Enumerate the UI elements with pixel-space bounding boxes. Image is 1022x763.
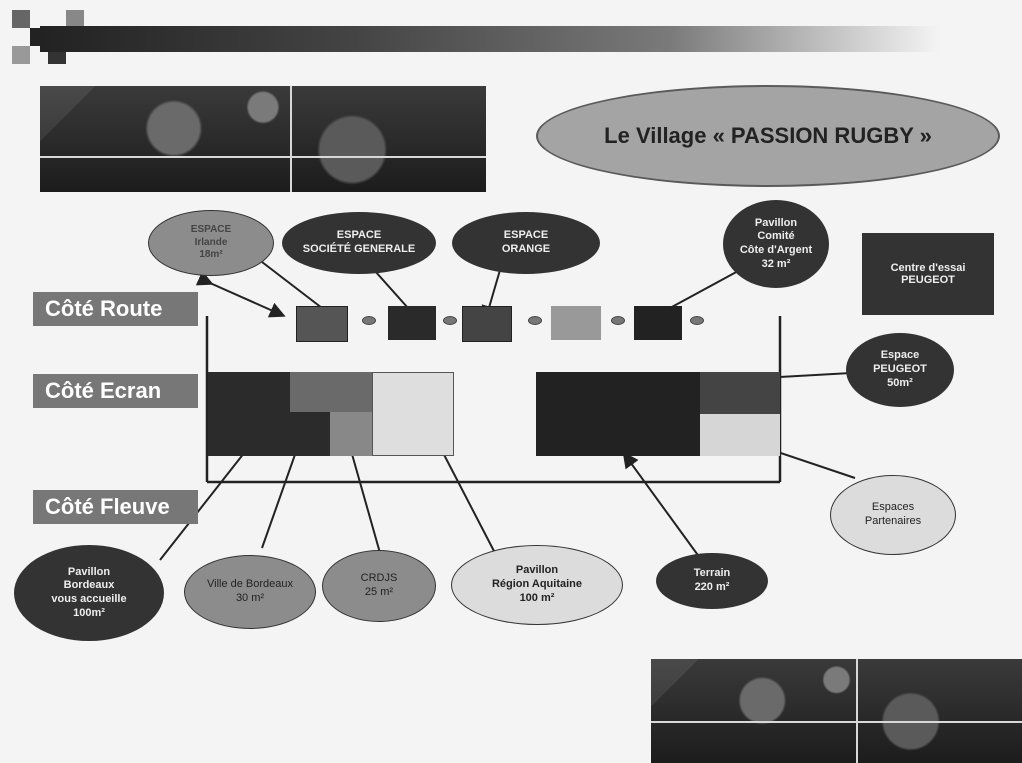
label-espace-societe-generale: ESPACE SOCIÉTÉ GENERALE bbox=[282, 212, 436, 274]
area-terrain bbox=[536, 372, 700, 456]
area-ville-bordeaux bbox=[290, 372, 372, 412]
label-pavillon-bordeaux: Pavillon Bordeaux vous accueille 100m² bbox=[14, 545, 164, 641]
photo-gridline bbox=[651, 721, 1022, 723]
stand-comite bbox=[634, 306, 682, 340]
label-espace-peugeot: Espace PEUGEOT 50m² bbox=[846, 333, 954, 407]
connector-irlande-left bbox=[195, 270, 286, 318]
area-ville-bordeaux-lower bbox=[290, 412, 330, 456]
stand-divider bbox=[528, 316, 542, 325]
area-partenaires bbox=[700, 414, 780, 456]
stand-unlabeled bbox=[551, 306, 601, 340]
label-centre-essai-peugeot: Centre d'essai PEUGEOT bbox=[862, 233, 994, 315]
label-region-aquitaine: Pavillon Région Aquitaine 100 m² bbox=[451, 545, 623, 625]
photo-gridline bbox=[40, 156, 486, 158]
label-espaces-partenaires: Espaces Partenaires bbox=[830, 475, 956, 555]
stand-divider bbox=[362, 316, 376, 325]
area-espace-peugeot bbox=[700, 372, 780, 414]
stand-irlande bbox=[296, 306, 348, 342]
label-terrain: Terrain 220 m² bbox=[656, 553, 768, 609]
label-espace-irlande: ESPACE Irlande 18m² bbox=[148, 210, 274, 276]
label-crdjs: CRDJS 25 m² bbox=[322, 550, 436, 622]
connector-terrain bbox=[622, 451, 701, 559]
label-espace-orange: ESPACE ORANGE bbox=[452, 212, 600, 274]
header-bar bbox=[40, 26, 940, 52]
header-square bbox=[66, 10, 84, 28]
stand-societe-generale bbox=[388, 306, 436, 340]
stand-orange bbox=[462, 306, 512, 342]
area-region-aquitaine bbox=[372, 372, 454, 456]
connector-comite bbox=[669, 269, 741, 309]
zone-label-fleuve: Côté Fleuve bbox=[33, 490, 198, 524]
area-crdjs bbox=[330, 412, 372, 456]
connector-irlande bbox=[261, 261, 323, 309]
label-pavillon-comite: Pavillon Comité Côte d'Argent 32 m² bbox=[723, 200, 829, 288]
stand-divider bbox=[443, 316, 457, 325]
area-pavillon-bordeaux bbox=[208, 372, 290, 456]
connector-crdjs bbox=[343, 436, 381, 554]
page-title: Le Village « PASSION RUGBY » bbox=[536, 85, 1000, 187]
rugby-photo-top bbox=[40, 86, 486, 192]
stand-divider bbox=[690, 316, 704, 325]
header-square bbox=[12, 46, 30, 64]
photo-gridline bbox=[856, 659, 858, 763]
header-square bbox=[12, 10, 30, 28]
rugby-photo-bottom bbox=[651, 659, 1022, 763]
photo-gridline bbox=[290, 86, 292, 192]
zone-label-route: Côté Route bbox=[33, 292, 198, 326]
zone-label-ecran: Côté Ecran bbox=[33, 374, 198, 408]
label-ville-bordeaux: Ville de Bordeaux 30 m² bbox=[184, 555, 316, 629]
stand-divider bbox=[611, 316, 625, 325]
